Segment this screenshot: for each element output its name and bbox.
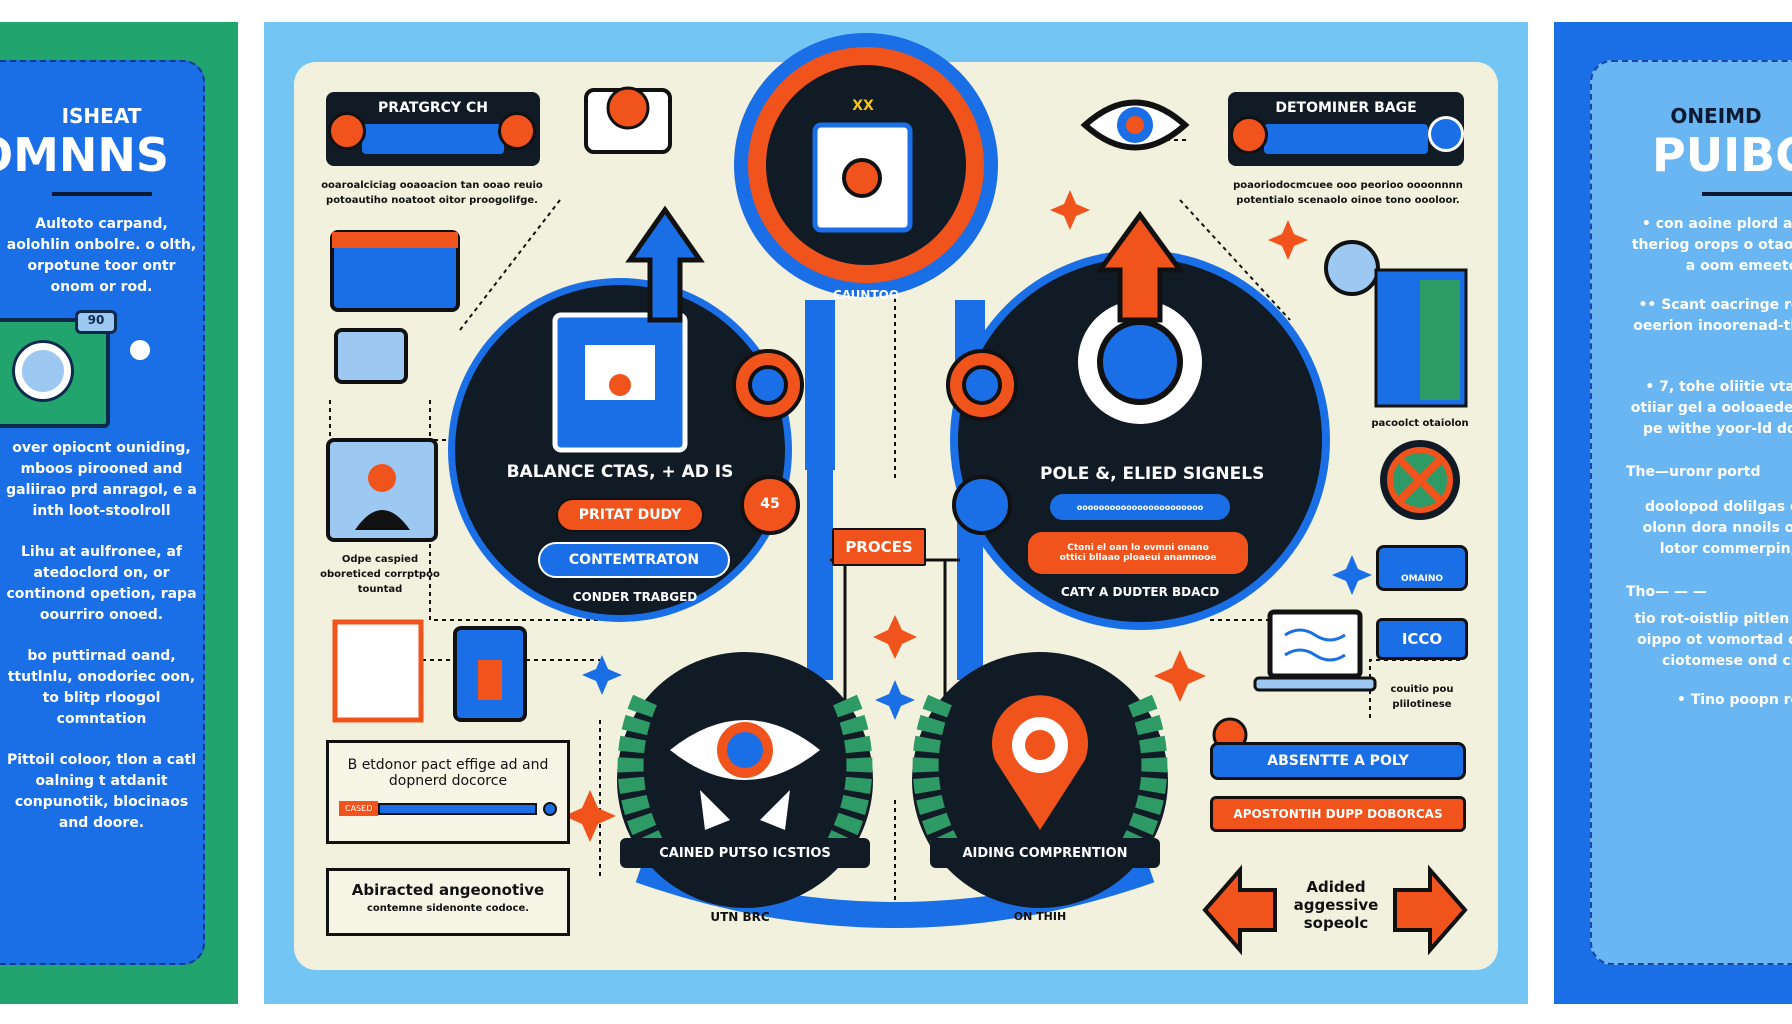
card-icon [328, 112, 366, 150]
card-icon [1428, 116, 1464, 152]
left-paragraph: Pittoil coloor, tlon a catl oalning t at… [6, 752, 197, 831]
right-arrow-icon [1393, 864, 1468, 956]
omaino-button[interactable]: OMAINO [1376, 545, 1468, 591]
top-circle-label: CAUNTOO [832, 288, 900, 302]
left-paragraph: over opiocnt ouniding, mboos pirooned an… [6, 440, 197, 519]
right-panel: ONEIMD PUIBCI • con aoine plord alrriont… [1590, 60, 1792, 965]
bottom-right-sub: ON THIH [1013, 910, 1067, 923]
person-caption: Odpe caspied oboreticed corrptpoo tounta… [320, 554, 440, 595]
top-mark: XX [852, 98, 874, 114]
card-caption: ooaroalciciag ooaoacion tan ooao reuio p… [321, 180, 543, 206]
right-title: PUIBCI [1652, 128, 1792, 182]
info-tag: CASED [339, 801, 379, 816]
card-icon [1230, 116, 1268, 154]
right-kicker: ONEIMD [1670, 104, 1762, 128]
right-paragraph: • Tino poopn ror [1676, 692, 1792, 708]
progress-bar [378, 802, 537, 815]
right-paragraph: tio rot-oistlip pitlen ongeer oippo ot v… [1634, 611, 1792, 669]
right-circle-footer: CATY A DUDTER BDACD [1060, 585, 1220, 599]
icco-button[interactable]: ICCO [1376, 618, 1468, 660]
header-icons [584, 86, 1190, 154]
step-badge: 45 [760, 496, 780, 512]
divider [1702, 192, 1792, 196]
document-icon [332, 619, 424, 723]
magnifier-illustration: 90 [0, 298, 203, 438]
target-icon [1324, 240, 1380, 296]
bottom-left-sub: UTN BRC [710, 910, 770, 924]
signals-orange-button[interactable]: Ctoni el oan lo ovmni onano ottici bllaa… [1028, 532, 1248, 574]
bottom-left-title: CAINED PUTSO ICSTIOS [620, 838, 870, 868]
left-panel: ISHEAT OMNNS Aultoto carpand, aolohlin o… [0, 60, 205, 965]
laptop-caption: couitio pou plilotinese [1390, 684, 1454, 710]
left-arrow-icon [1202, 864, 1277, 956]
right-icons [1202, 240, 1468, 956]
card-icon [498, 112, 536, 150]
top-circle [734, 33, 998, 297]
sparkles [564, 190, 1372, 842]
card-caption: poaoriodocmcuee ooo peorioo oooonnnn pot… [1233, 180, 1463, 206]
button-line: ottici bllaao ploaeui anamnooe [1059, 553, 1217, 563]
right-paragraph: doolopod dolilgas crolen olonn dora nnoi… [1642, 499, 1792, 557]
camera-icon [334, 328, 408, 384]
left-icons [326, 230, 527, 723]
bottom-right-wreath [912, 652, 1168, 908]
left-circle [448, 205, 792, 622]
apostontih-button[interactable]: APOSTONTIH DUPP DOBORCAS [1210, 796, 1466, 832]
side-rings [732, 349, 1018, 535]
left-kicker: ISHEAT [61, 104, 142, 128]
left-paragraph: Lihu at aulfronee, af atedoclord on, or … [6, 544, 197, 623]
absentte-button[interactable]: ABSENTTE A POLY [1210, 742, 1466, 780]
left-paragraph: bo puttirnad oand, ttutlnlu, onodoriec o… [7, 648, 196, 727]
process-box: PROCES [832, 528, 926, 566]
info-box-text: B etdonor pact effige ad and dopnerd doc… [347, 757, 549, 789]
badge: 90 [75, 310, 117, 334]
right-paragraph: •• Scant oacringe relitooo oeerion inoor… [1633, 297, 1792, 334]
contemtraton-button[interactable]: CONTEMTRATON [538, 542, 730, 578]
info-box: B etdonor pact effige ad and dopnerd doc… [326, 740, 570, 844]
abstract-sub: contemne sidenonte codoce. [366, 903, 530, 914]
arrow-text: Adided aggessive sopeolc [1293, 878, 1379, 932]
left-circle-title: BALANCE CTAS, + AD IS [506, 462, 734, 482]
laptop-icon [1267, 609, 1363, 679]
left-paragraph: Aultoto carpand, aolohlin onbolre. o olt… [6, 216, 197, 295]
abstract-box: Abiracted angeonotive contemne sidenonte… [326, 868, 570, 936]
magnifier-icon [15, 343, 71, 399]
right-paragraph: Tho— — — [1626, 584, 1707, 600]
up-arrow-icon [625, 205, 705, 323]
signals-blue-button[interactable]: ooooooooooooooooooooooo [1050, 494, 1230, 520]
left-title: OMNNS [0, 128, 169, 182]
card-title: PRATGRCY CH [378, 100, 488, 116]
bottom-right-title: AIDING COMPRENTION [930, 838, 1160, 868]
card-title: DETOMINER BAGE [1275, 100, 1417, 116]
right-paragraph: • con aoine plord alrriont theriog orops… [1631, 216, 1792, 274]
right-circle-title: POLE &, ELIED SIGNELS [1040, 464, 1265, 484]
right-paragraph: • 7, tohe oliitie vtanonal otiiar gel a … [1630, 379, 1792, 437]
button-line: Ctoni el oan lo ovmni onano [1067, 543, 1209, 553]
bottom-left-wreath [617, 652, 873, 908]
up-arrow-icon [1095, 210, 1185, 323]
abstract-title: Abiracted angeonotive [351, 881, 545, 899]
chart-caption: pacoolct otaiolon [1371, 418, 1469, 429]
left-circle-footer: CONDER TRABGED [572, 590, 698, 604]
divider [51, 192, 152, 196]
right-paragraph: The—uronr portd [1626, 464, 1761, 480]
pritat-button[interactable]: PRITAT DUDY [556, 498, 704, 532]
